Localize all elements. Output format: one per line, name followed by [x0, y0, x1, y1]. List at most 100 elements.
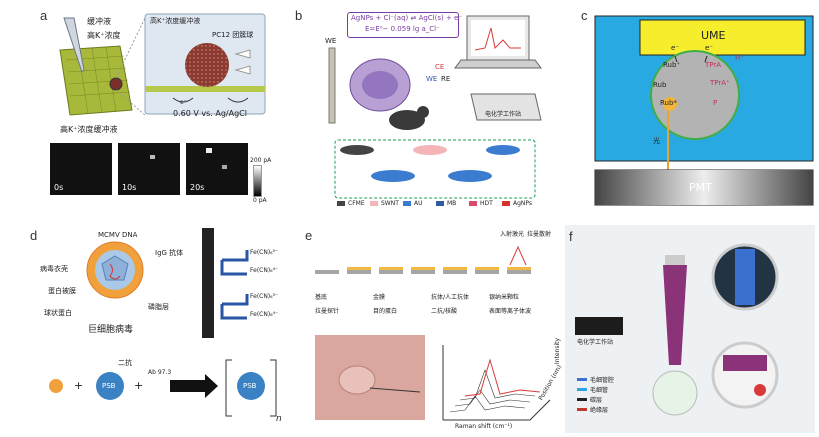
workstation-label-f: 电化学工作站	[577, 339, 614, 346]
plus-1: +	[74, 379, 84, 392]
legend-item: SWNT	[370, 200, 399, 207]
pmt-label: PMT	[689, 181, 712, 194]
legend-label: 毛细管	[590, 387, 609, 394]
panel-b-label: b	[295, 8, 303, 23]
legend-swatch	[577, 378, 587, 381]
raman-x-axis: Raman shift (cm⁻¹)	[455, 423, 513, 430]
rub-plus-label: Rub⁺	[663, 61, 681, 69]
fe-label-1: Fe(CN)₆³⁻	[250, 249, 279, 256]
legend-label: 二抗/核酸	[431, 308, 458, 315]
fe-label-2: Fe(CN)₆⁴⁻	[250, 267, 279, 274]
panel-c-schematic	[594, 15, 814, 206]
legend-item: 抗体/人工抗体	[431, 292, 469, 301]
legend-label: MB	[447, 200, 457, 207]
panel-e: e 入射激光 拉曼散射 基底金膜抗体/人工抗体银纳米颗粒拉曼探针目的蛋白二抗/核…	[295, 220, 563, 437]
legend-label: 拉曼探针	[315, 308, 340, 315]
legend-swatch	[502, 201, 510, 206]
legend-label: 银纳米颗粒	[489, 294, 520, 301]
electron-label-a: e⁻	[180, 99, 187, 106]
panel-f-schematic	[575, 243, 779, 416]
n-label: n	[276, 414, 282, 424]
high-k-buffer-label: 高K⁺浓度缓冲液	[150, 17, 201, 25]
legend-label: AgNPs	[513, 200, 533, 207]
panel-b-schematic	[328, 15, 542, 199]
frame-time: 10s	[122, 183, 137, 192]
tpra-plus-label: TPrA⁺	[710, 79, 730, 87]
colorbar-max: 200 pA	[250, 157, 272, 164]
potential-label: 0.60 V vs. Ag/AgCl	[173, 109, 247, 118]
panel-f-legend: 毛细管腔毛细管碳层绝缘层	[577, 375, 637, 415]
legend-swatch	[403, 201, 411, 206]
frames-title: 高K⁺浓度缓冲液	[60, 125, 118, 134]
workstation-label-b: 电化学工作站	[485, 111, 522, 118]
incident-label: 入射激光	[500, 231, 525, 238]
frame-time: 20s	[190, 183, 205, 192]
psb-2: PSB	[243, 382, 257, 390]
legend-label: SWNT	[381, 200, 399, 207]
we2-label: WE	[426, 75, 438, 83]
legend-swatch	[370, 201, 378, 206]
legend-swatch	[436, 201, 444, 206]
legend-item: CFME	[337, 200, 365, 207]
legend-item: 表面等离子体波	[489, 306, 531, 315]
tpra-label: TPrA	[705, 61, 722, 69]
frame-10s: 10s	[118, 143, 180, 195]
frame-time: 0s	[54, 183, 64, 192]
legend-label: 表面等离子体波	[489, 308, 532, 315]
p-label: P	[713, 99, 718, 107]
equation-2: E=E⁰− 0.059 lg a_Cl⁻	[365, 25, 440, 33]
legend-item: MB	[436, 200, 456, 207]
equation-1: AgNPs + Cl⁻(aq) ⇌ AgCl(s) + e⁻	[351, 14, 463, 22]
panel-f-label: f	[569, 229, 573, 244]
second-ab-label: 二抗	[118, 359, 132, 367]
ume-label: UME	[701, 29, 726, 42]
legend-label: 金膜	[373, 294, 386, 301]
panel-f: f 电化学工作站 毛细管腔毛细管碳层绝缘层	[565, 225, 815, 433]
legend-label: AU	[414, 200, 423, 207]
colorbar	[253, 165, 262, 197]
panel-e-schematic	[315, 245, 551, 421]
ce-label: CE	[435, 63, 445, 71]
electron-1: e⁻	[671, 44, 680, 52]
raman-scatter-label: 拉曼散射	[527, 231, 552, 238]
panel-a: a 缓冲液 高K⁺浓度 高K⁺浓度缓冲液 PC12 团簇球 e⁻ 0.60 V …	[0, 0, 272, 215]
legend-item: 金膜	[373, 292, 385, 301]
legend-swatch	[577, 398, 587, 401]
legend-swatch	[469, 201, 477, 206]
legend-label: 抗体/人工抗体	[431, 294, 470, 301]
pc12-label: PC12 团簇球	[212, 31, 254, 39]
legend-label: CFME	[348, 200, 365, 207]
rub-star-label: Rub*	[660, 99, 677, 107]
legend-item: AU	[403, 200, 423, 207]
h-plus-label: H⁺	[735, 54, 744, 62]
ab-label: Ab 97.3	[148, 369, 172, 376]
psb-1: PSB	[102, 382, 116, 390]
frame-20s: 20s	[186, 143, 248, 195]
legend-label: 基底	[315, 294, 328, 301]
legend-item: 毛细管	[577, 385, 608, 394]
high-k-label: 高K⁺浓度	[87, 31, 121, 40]
envelope-label: 病毒衣壳	[40, 265, 68, 273]
virus-name: 巨细胞病毒	[88, 325, 134, 335]
igg-label: IgG 抗体	[155, 249, 184, 257]
panel-e-label: e	[305, 228, 313, 243]
equation-box	[347, 12, 459, 38]
legend-item: 基底	[315, 292, 327, 301]
panel-d-schematic	[49, 228, 277, 417]
capsid-label: 蛋白被膜	[48, 287, 76, 295]
legend-label: 碳层	[590, 397, 603, 404]
legend-item: AgNPs	[502, 200, 532, 207]
raman-z-axis: Intensity	[554, 337, 562, 365]
legend-swatch	[577, 408, 587, 411]
legend-label: 绝缘层	[590, 407, 609, 414]
legend-swatch	[337, 201, 345, 206]
legend-item: 毛细管腔	[577, 375, 614, 384]
legend-swatch	[577, 388, 587, 391]
legend-item: 拉曼探针	[315, 306, 339, 315]
legend-item: 银纳米颗粒	[489, 292, 519, 301]
panel-a-label: a	[40, 8, 48, 23]
light-label: 光	[653, 137, 660, 145]
panel-d: d MCMV DNA IgG 抗体 病毒衣壳 蛋白被膜 球状蛋白 磷脂层 巨细胞…	[0, 220, 285, 437]
panel-b: b AgNPs + Cl⁻(aq) ⇌ AgCl(s) + e⁻ E=E⁰− 0…	[285, 0, 560, 215]
